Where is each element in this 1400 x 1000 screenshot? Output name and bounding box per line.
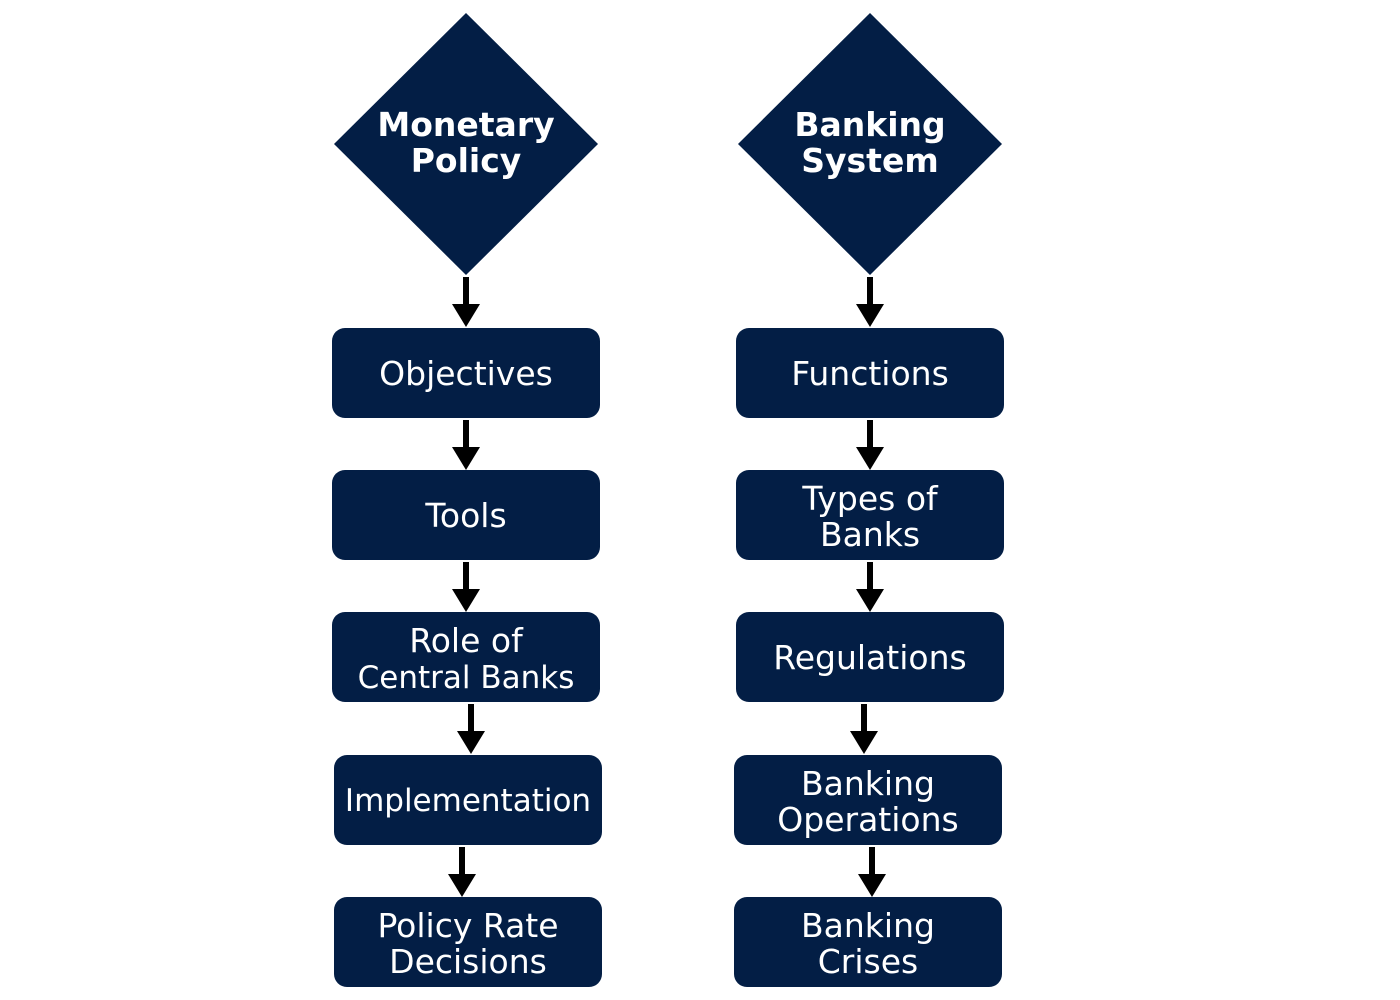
- banking-step-operations-box: [734, 755, 1002, 845]
- banking-step-types-label-line-2: Banks: [820, 515, 920, 554]
- banking-step-regulations-box: [736, 612, 1004, 702]
- banking-step-functions-label: Functions: [791, 354, 949, 393]
- column-monetary-policy: Monetary Policy Objectives Tools Role of…: [332, 13, 602, 987]
- banking-system-header-line-2: System: [801, 141, 938, 180]
- monetary-step-implementation-label: Implementation: [345, 783, 591, 819]
- arrow-monetary-1: [452, 420, 480, 470]
- monetary-policy-diamond: [334, 13, 598, 275]
- arrow-banking-4: [858, 847, 886, 897]
- banking-step-functions-box: [736, 328, 1004, 418]
- monetary-step-objectives-box: [332, 328, 600, 418]
- monetary-step-policy-rate-box: [334, 897, 602, 987]
- arrow-monetary-3: [457, 704, 485, 754]
- monetary-step-role-box: [332, 612, 600, 702]
- arrow-monetary-4: [448, 847, 476, 897]
- banking-system-header-line-1: Banking: [794, 105, 945, 144]
- monetary-step-implementation-box: [334, 755, 602, 845]
- arrow-banking-2: [856, 562, 884, 612]
- banking-step-crises-box: [734, 897, 1002, 987]
- monetary-step-role-label-line-2: Central Banks: [358, 660, 575, 696]
- arrow-monetary-2: [452, 562, 480, 612]
- arrow-banking-0: [856, 277, 884, 327]
- banking-step-operations-label-line-2: Operations: [777, 800, 958, 839]
- banking-step-types-label-line-1: Types of: [801, 479, 939, 518]
- monetary-step-policy-rate-label-line-1: Policy Rate: [377, 906, 558, 945]
- banking-step-crises-label-line-1: Banking: [801, 906, 935, 945]
- monetary-step-tools-label: Tools: [424, 496, 506, 535]
- monetary-policy-header-line-2: Policy: [411, 141, 522, 180]
- column-banking-system: Banking System Functions Types of Banks …: [734, 13, 1004, 987]
- arrow-banking-1: [856, 420, 884, 470]
- arrow-monetary-0: [452, 277, 480, 327]
- monetary-policy-header-line-1: Monetary: [377, 105, 554, 144]
- arrow-banking-3: [850, 704, 878, 754]
- banking-step-operations-label-line-1: Banking: [801, 764, 935, 803]
- monetary-step-role-label-line-1: Role of: [409, 621, 524, 660]
- monetary-step-policy-rate-label-line-2: Decisions: [389, 942, 547, 981]
- monetary-step-tools-box: [332, 470, 600, 560]
- monetary-step-objectives-label: Objectives: [379, 354, 553, 393]
- banking-system-diamond: [738, 13, 1002, 275]
- banking-step-regulations-label: Regulations: [773, 638, 966, 677]
- banking-step-types-box: [736, 470, 1004, 560]
- banking-step-crises-label-line-2: Crises: [818, 942, 918, 981]
